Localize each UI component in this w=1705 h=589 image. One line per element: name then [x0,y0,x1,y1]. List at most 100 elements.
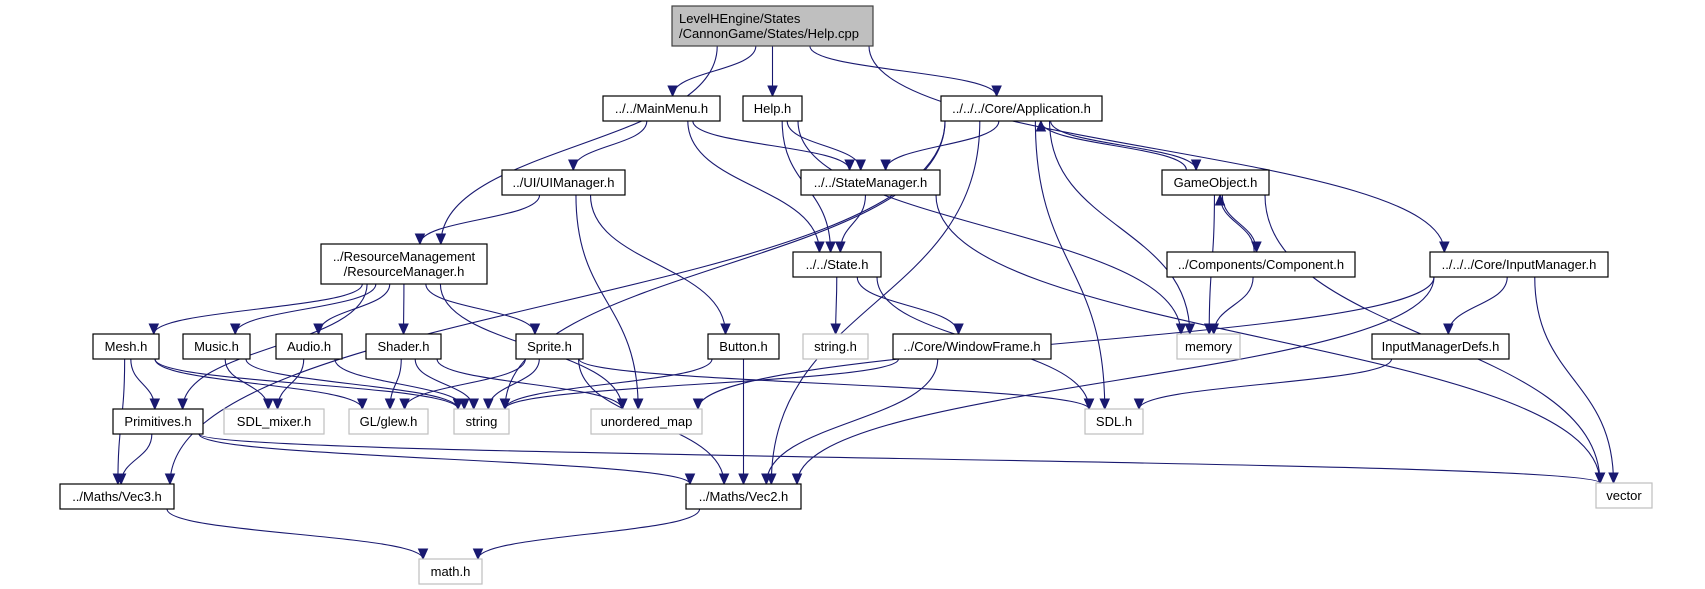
node-label: string.h [814,339,857,354]
node-primitives[interactable]: Primitives.h [112,408,204,435]
node-box[interactable] [320,243,488,285]
node-label: Sprite.h [527,339,572,354]
node-shader[interactable]: Shader.h [365,333,442,360]
arrowhead-icon [825,241,836,254]
node-label: string [466,414,498,429]
node-box[interactable] [1429,251,1609,278]
node-label: ../ResourceManagement [333,249,476,264]
node-box [418,558,483,585]
arrowhead-icon [1443,323,1454,336]
node-sprite[interactable]: Sprite.h [515,333,584,360]
node-gameobject[interactable]: GameObject.h [1161,169,1270,196]
edge-primitives-to-vector [198,433,1601,484]
edge-statemanager-to-vector [935,194,1601,484]
arrowhead-icon [115,473,127,486]
node-box[interactable] [671,5,874,47]
edge-sprite-to-glew [404,358,526,410]
arrowhead-icon [417,548,429,561]
node-statemanager[interactable]: ../../StateManager.h [800,169,941,196]
node-stringh: string.h [802,333,869,360]
node-box[interactable] [275,333,343,360]
arrowhead-icon [718,473,730,486]
node-box[interactable] [365,333,442,360]
arrowhead-icon [855,159,866,172]
node-box [223,408,325,435]
node-application[interactable]: ../../../Core/Application.h [940,95,1103,122]
arrowhead-icon [148,323,160,336]
node-box[interactable] [112,408,204,435]
node-label: ../../State.h [806,257,869,272]
node-state[interactable]: ../../State.h [792,251,882,278]
node-inputmanagerdefs[interactable]: InputManagerDefs.h [1371,333,1510,360]
node-label: ../Components/Component.h [1178,257,1344,272]
node-label: InputManagerDefs.h [1382,339,1500,354]
arrowhead-icon [1190,159,1202,172]
node-box[interactable] [940,95,1103,122]
arrowhead-icon [468,398,479,411]
node-label: Audio.h [287,339,331,354]
node-resourcemanager[interactable]: ../ResourceManagement/ResourceManager.h [320,243,488,285]
node-box[interactable] [501,169,626,196]
arrowhead-icon [1214,193,1226,206]
node-music[interactable]: Music.h [182,333,251,360]
node-windowframe[interactable]: ../Core/WindowFrame.h [892,333,1052,360]
node-root[interactable]: LevelHEngine/States/CannonGame/States/He… [671,5,874,47]
edge-shader-to-unorderedmap [436,358,623,410]
node-box[interactable] [182,333,251,360]
node-vec2[interactable]: ../Maths/Vec2.h [685,483,802,510]
node-mesh[interactable]: Mesh.h [92,333,160,360]
arrowhead-icon [272,398,283,411]
arrowhead-icon [738,473,749,486]
node-box [590,408,703,435]
node-uimanager[interactable]: ../UI/UIManager.h [501,169,626,196]
node-box[interactable] [792,251,882,278]
node-inputmanager[interactable]: ../../../Core/InputManager.h [1429,251,1609,278]
node-label: Primitives.h [124,414,191,429]
node-audio[interactable]: Audio.h [275,333,343,360]
node-mathh: math.h [418,558,483,585]
arrowhead-icon [684,473,696,486]
node-box[interactable] [602,95,721,122]
arrowhead-icon [880,159,891,172]
node-box[interactable] [685,483,802,510]
node-box[interactable] [1166,251,1356,278]
edge-mainmenu-to-statemanager [692,120,851,171]
node-label: SDL_mixer.h [237,414,311,429]
node-button[interactable]: Button.h [707,333,780,360]
node-mainmenu[interactable]: ../../MainMenu.h [602,95,721,122]
node-box[interactable] [800,169,941,196]
arrowhead-icon [667,85,678,98]
arrowhead-icon [472,548,484,561]
node-box[interactable] [892,333,1052,360]
node-box[interactable] [92,333,160,360]
edge-uimanager-to-button [589,194,727,335]
node-vector: vector [1595,482,1653,509]
node-label: Button.h [719,339,767,354]
node-label: Mesh.h [105,339,148,354]
edge-helph-to-memory [797,120,1182,335]
arrowhead-icon [229,323,241,336]
edge-component-to-gameobject [1219,194,1255,253]
edge-vec2-to-mathh [477,508,701,560]
node-box[interactable] [707,333,780,360]
node-component[interactable]: ../Components/Component.h [1166,251,1356,278]
nodes-layer: LevelHEngine/States/CannonGame/States/He… [59,5,1653,585]
arrowhead-icon [458,398,470,411]
edge-mesh-to-string [154,358,459,410]
edge-mesh-to-glew [154,358,363,410]
node-vec3[interactable]: ../Maths/Vec3.h [59,483,175,510]
node-label: /ResourceManager.h [344,264,465,279]
node-box[interactable] [742,95,803,122]
arrowhead-icon [398,323,409,336]
node-box[interactable] [1371,333,1510,360]
edge-uimanager-to-unorderedmap [575,194,639,410]
arrowhead-icon [1035,119,1047,132]
node-box[interactable] [59,483,175,510]
node-box[interactable] [1161,169,1270,196]
node-helph[interactable]: Help.h [742,95,803,122]
edge-music-to-string [245,358,459,410]
node-box[interactable] [515,333,584,360]
arrowhead-icon [830,323,841,336]
arrowhead-icon [761,473,772,486]
